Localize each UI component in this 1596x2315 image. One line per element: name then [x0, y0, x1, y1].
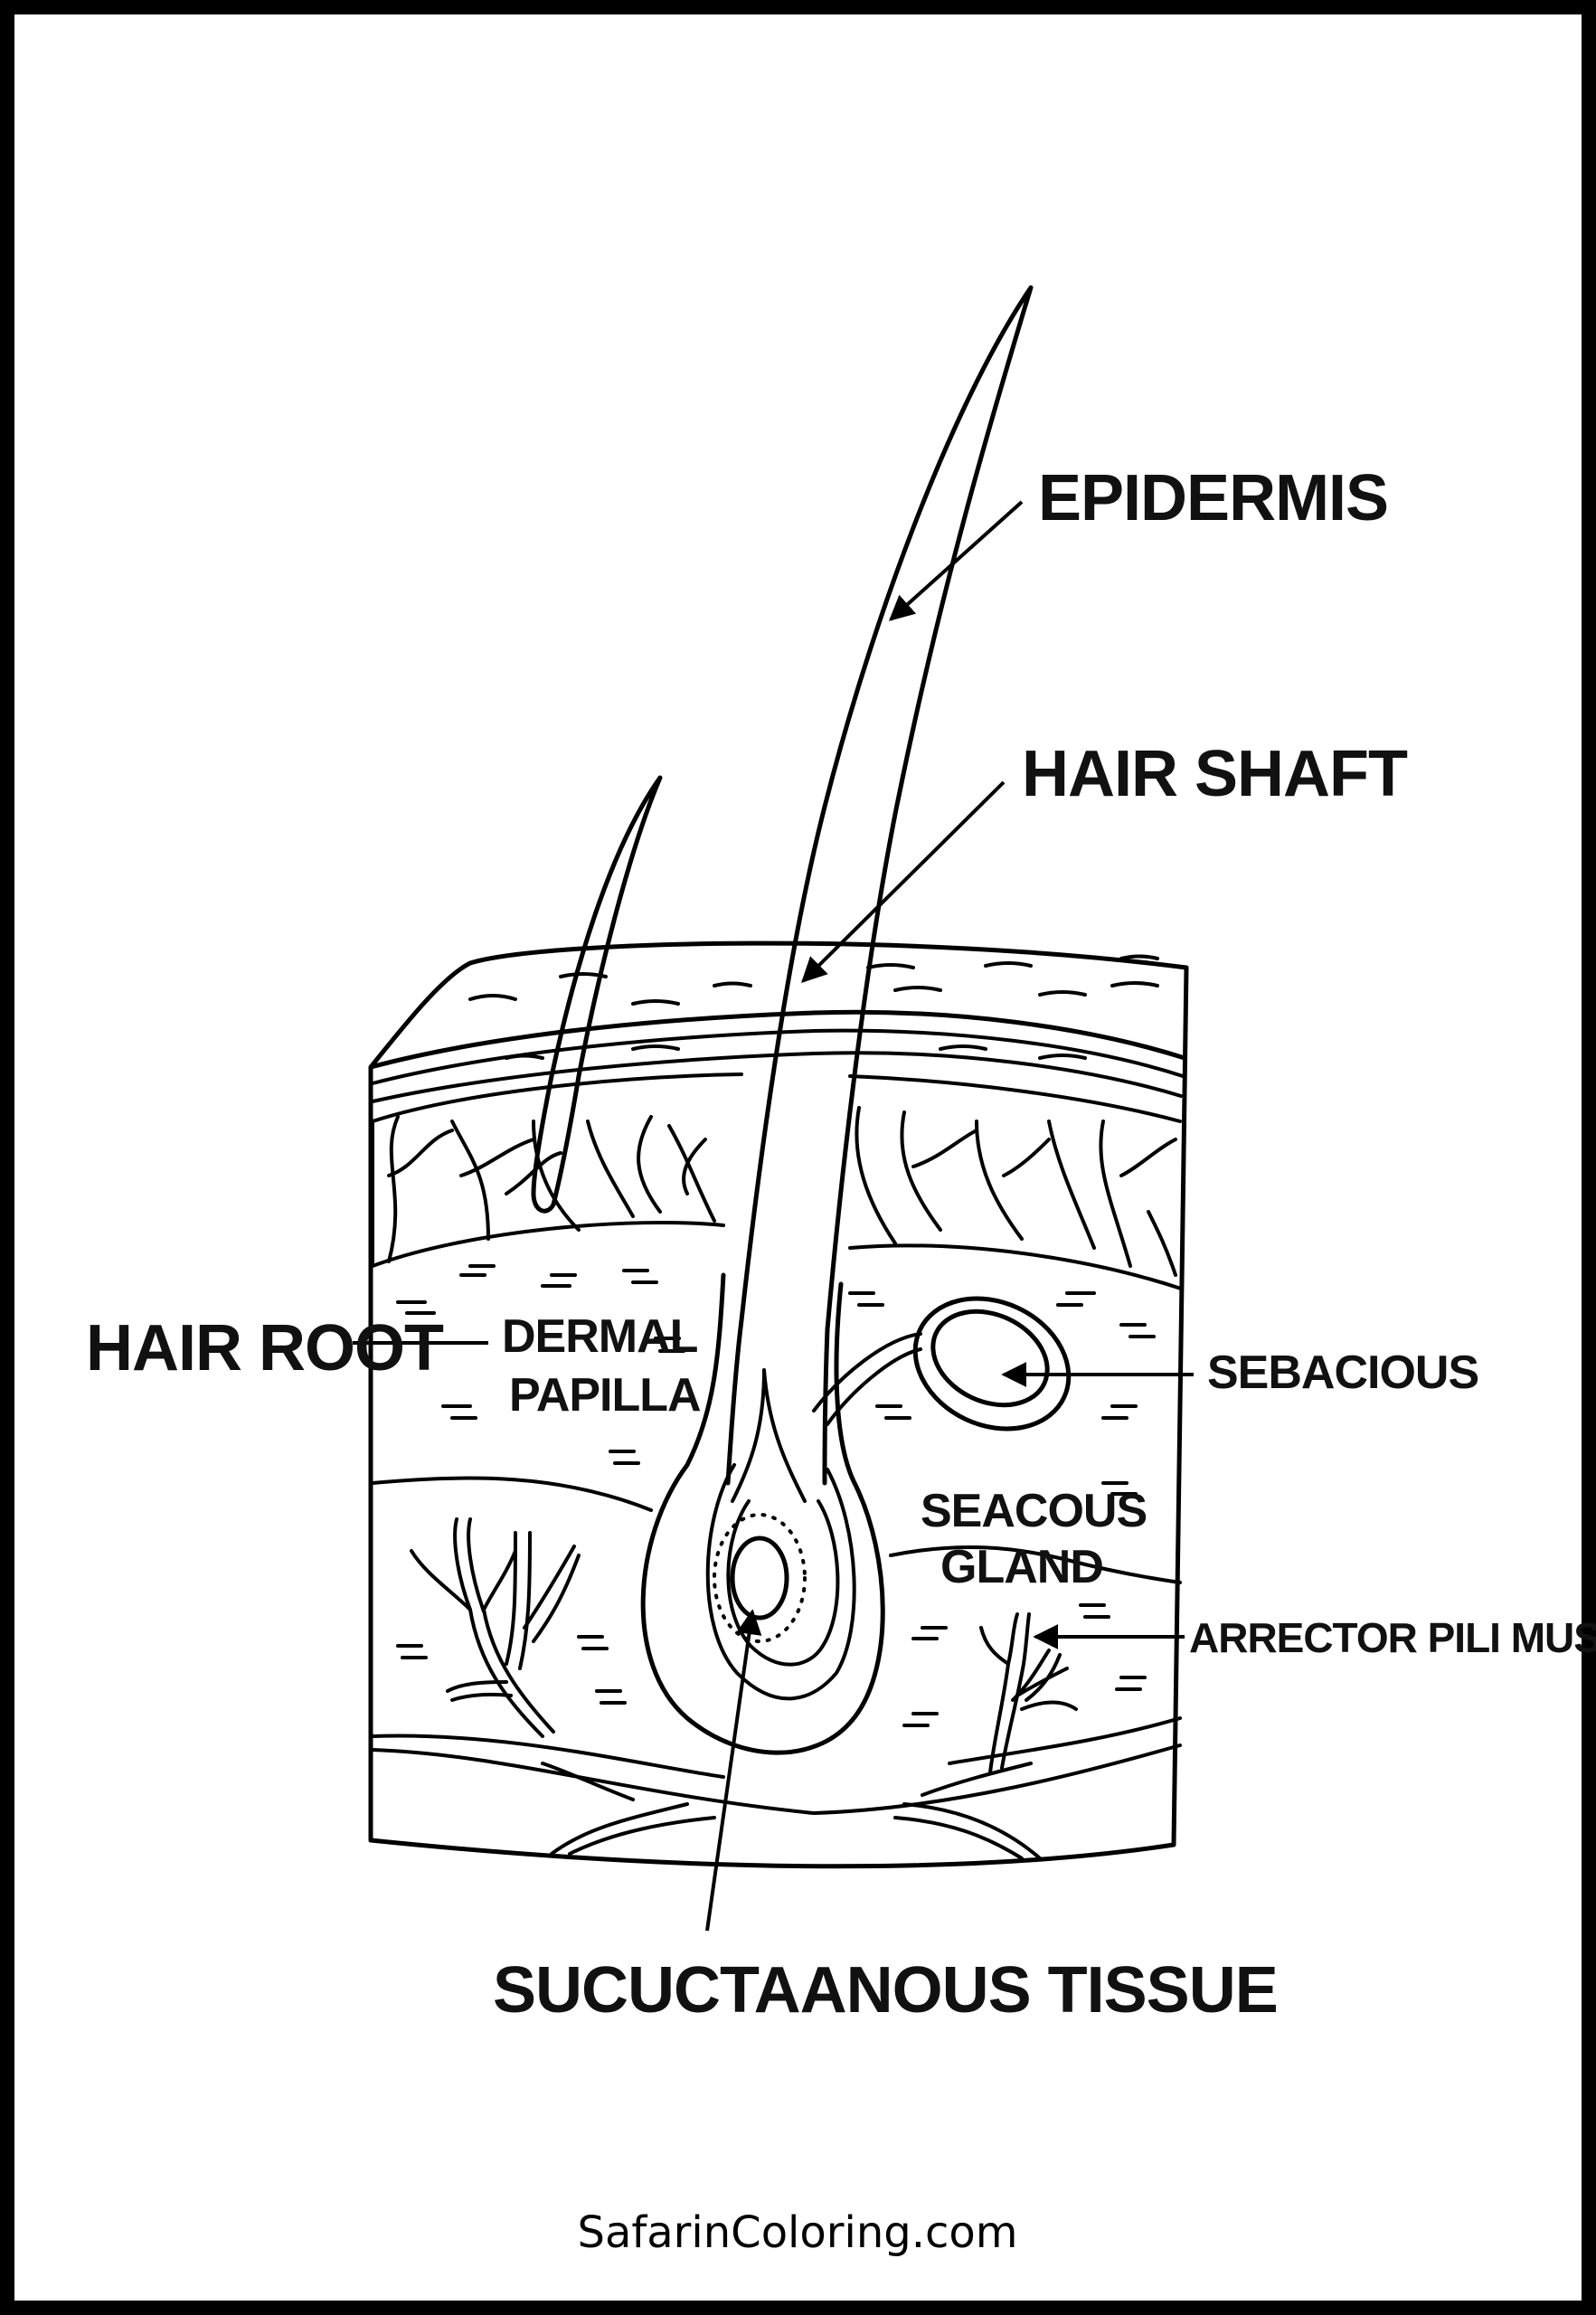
label-seacous-gland-line1: SEACOUS: [921, 1485, 1147, 1537]
label-seacous-gland-line2: GLAND: [940, 1541, 1103, 1593]
labels: EPIDERMIS HAIR SHAFT HAIR ROOT DERMAL PA…: [86, 462, 1596, 2027]
label-dermal-papilla-line2: PAPILLA: [509, 1369, 701, 1422]
skin-block: [368, 285, 1189, 1869]
arrector-pili-muscle: [979, 1612, 1078, 1774]
nerve-branch-left: [410, 1517, 581, 1738]
label-dermal-papilla-line1: DERMAL: [502, 1310, 698, 1363]
dermis-boundary: [371, 1476, 653, 1512]
dermis-texture: [396, 1264, 1156, 1727]
small-hair: [531, 775, 663, 1214]
label-epidermis: EPIDERMIS: [1038, 462, 1388, 534]
hair-shaft: [725, 285, 1034, 1486]
epidermis-top-layer: [368, 1009, 1187, 1070]
leader-lines: [353, 500, 1194, 1932]
hair-shaft-arrow: [801, 780, 1006, 983]
subcutaneous-boundary: [371, 1716, 1182, 1779]
skin-block-outline: [368, 940, 1189, 1869]
label-hair-root: HAIR ROOT: [86, 1312, 444, 1384]
hair-follicle: [640, 1272, 885, 1755]
epidermis-arrow: [888, 500, 1024, 621]
footer-website: SafarinColoring.com: [577, 2207, 1017, 2258]
label-sebacious: SEBACIOUS: [1207, 1346, 1478, 1399]
cellular-layer: [371, 1106, 1183, 1290]
label-sucuctaanous-tissue: SUCUCTAANOUS TISSUE: [493, 1954, 1278, 2027]
label-hair-shaft: HAIR SHAFT: [1022, 738, 1408, 810]
subcutaneous-arrow: [705, 1609, 762, 1932]
sebaceous-gland: [812, 1296, 1072, 1432]
label-arrector-pili-muscle: ARRECTOR PILI MUSCLE: [1189, 1614, 1596, 1661]
blood-vessels: [541, 1762, 1042, 1860]
